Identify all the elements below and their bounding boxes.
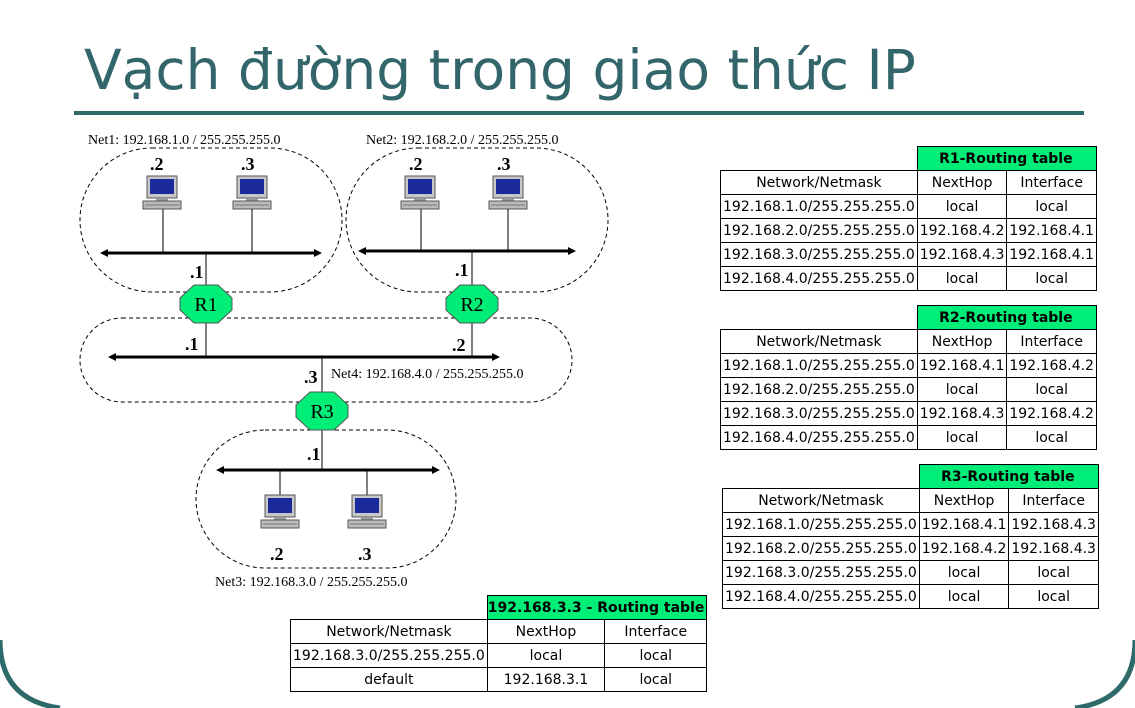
col-network: Network/Netmask <box>720 329 918 354</box>
title-rule <box>74 111 1084 115</box>
col-nexthop: NextHop <box>918 488 1010 513</box>
col-interface: Interface <box>1006 329 1097 354</box>
r1-net1-addr: .1 <box>190 262 204 282</box>
col-network: Network/Netmask <box>722 488 920 513</box>
frame-curve-left <box>0 639 61 708</box>
host-net1-3-icon <box>232 175 272 210</box>
r3-table-caption: R3-Routing table <box>941 468 1075 485</box>
net2-label: Net2: 192.168.2.0 / 255.255.255.0 <box>366 133 559 148</box>
net3-host2-addr: .2 <box>270 544 284 564</box>
host-net2-2-icon <box>400 175 440 210</box>
r2-table-caption: R2-Routing table <box>939 309 1073 326</box>
r1-table-caption: R1-Routing table <box>939 150 1073 167</box>
col-network: Network/Netmask <box>720 170 918 195</box>
net4-cloud <box>79 317 573 403</box>
r3-net3-addr: .1 <box>307 444 321 464</box>
net3-host3-addr: .3 <box>358 544 372 564</box>
net2-cloud <box>345 147 609 293</box>
net3-label: Net3: 192.168.3.0 / 255.255.255.0 <box>215 575 408 590</box>
net1-host3-addr: .3 <box>241 154 255 174</box>
frame-curve-right <box>1074 639 1135 708</box>
host-routing-table: 192.168.3.3 - Routing table Network/Netm… <box>290 595 708 692</box>
net1-host2-addr: .2 <box>150 154 164 174</box>
r3-net4-addr: .3 <box>304 367 318 387</box>
host-net3-2-icon <box>260 494 300 529</box>
net4-label: Net4: 192.168.4.0 / 255.255.255.0 <box>331 367 524 382</box>
col-nexthop: NextHop <box>916 329 1008 354</box>
col-nexthop: NextHop <box>916 170 1008 195</box>
slide-title: Vạch đường trong giao thức IP <box>84 38 916 102</box>
router-r2-label: R2 <box>460 294 483 316</box>
r2-net4-addr: .2 <box>452 335 466 355</box>
r2-net2-addr: .1 <box>455 260 469 280</box>
network-diagram: Net1: 192.168.1.0 / 255.255.255.0 Net2: … <box>79 133 609 590</box>
net2-host3-addr: .3 <box>497 154 511 174</box>
router-r1-label: R1 <box>194 294 217 316</box>
r1-net4-addr: .1 <box>185 334 199 354</box>
host-net1-2-icon <box>142 175 182 210</box>
host-net3-3-icon <box>347 494 387 529</box>
col-network: Network/Netmask <box>290 619 488 644</box>
net2-host2-addr: .2 <box>409 154 423 174</box>
host-net2-3-icon <box>488 175 528 210</box>
net3-cloud <box>195 429 457 569</box>
col-interface: Interface <box>1006 170 1097 195</box>
net1-label: Net1: 192.168.1.0 / 255.255.255.0 <box>88 133 281 148</box>
col-interface: Interface <box>1008 488 1099 513</box>
col-nexthop: NextHop <box>486 619 606 644</box>
col-interface: Interface <box>604 619 708 644</box>
host-table-caption: 192.168.3.3 - Routing table <box>487 599 705 616</box>
router-r3-label: R3 <box>310 401 333 423</box>
net1-cloud <box>79 147 343 293</box>
